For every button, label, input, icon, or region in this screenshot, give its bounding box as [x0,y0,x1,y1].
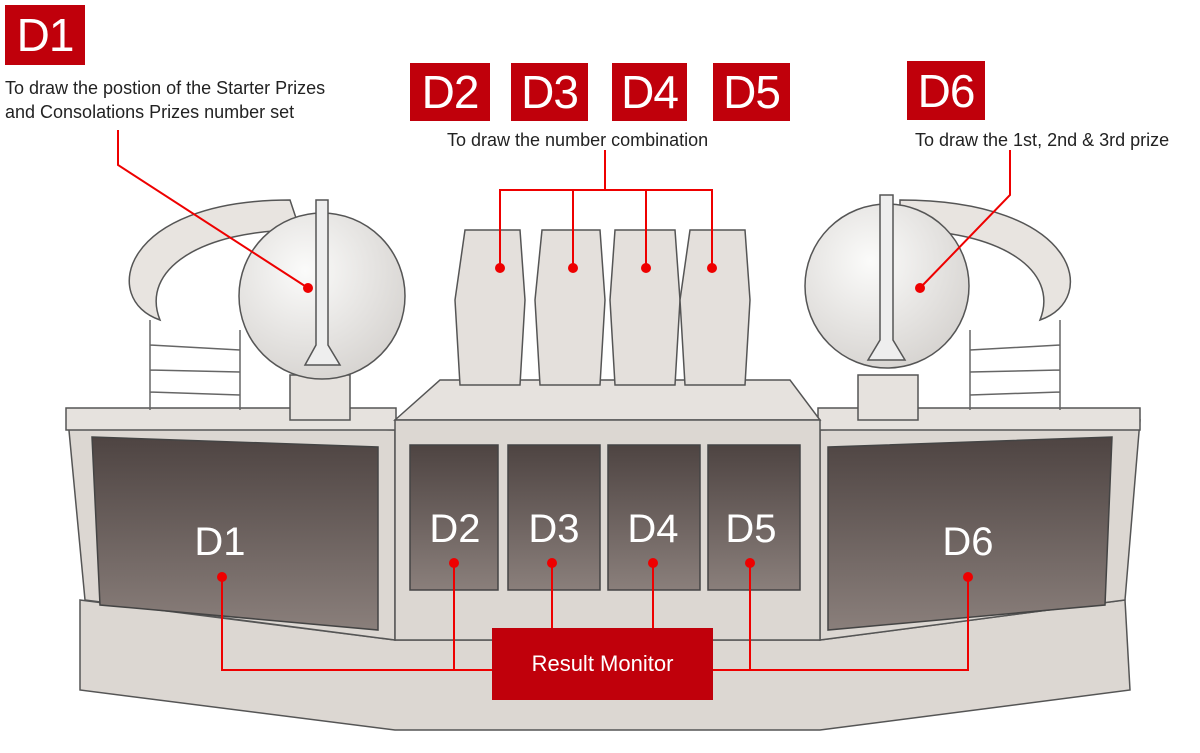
badge-d4: D4 [612,63,687,121]
screen-label-d4: D4 [627,507,678,551]
center-cabinet-top [393,379,822,421]
badge-d1: D1 [5,5,85,65]
leader-lines [117,130,1011,671]
tube-d2 [454,229,526,386]
screen-label-d5: D5 [725,507,776,551]
badge-d2: D2 [410,63,490,121]
marker-dots [217,263,973,582]
screen-d1 [91,436,379,631]
screen-label-d6: D6 [942,520,993,564]
result-monitor-label: Result Monitor [492,628,713,700]
screen-label-d3: D3 [528,507,579,551]
caption-d6: To draw the 1st, 2nd & 3rd prize [915,130,1170,150]
caption-d2-d5: To draw the number combination [447,130,709,150]
badge-d6: D6 [907,61,985,120]
screen-d6 [827,436,1113,631]
screen-label-d2: D2 [429,507,480,551]
caption-d1-line2: and Consolations Prizes number set [5,102,295,122]
tube-d3 [534,229,606,386]
tube-d4 [609,229,681,386]
caption-d1-line1: To draw the postion of the Starter Prize… [5,78,326,98]
badge-d3: D3 [511,63,588,121]
screen-label-d1: D1 [194,520,245,564]
badge-d5: D5 [713,63,790,121]
tube-d5 [679,229,751,386]
